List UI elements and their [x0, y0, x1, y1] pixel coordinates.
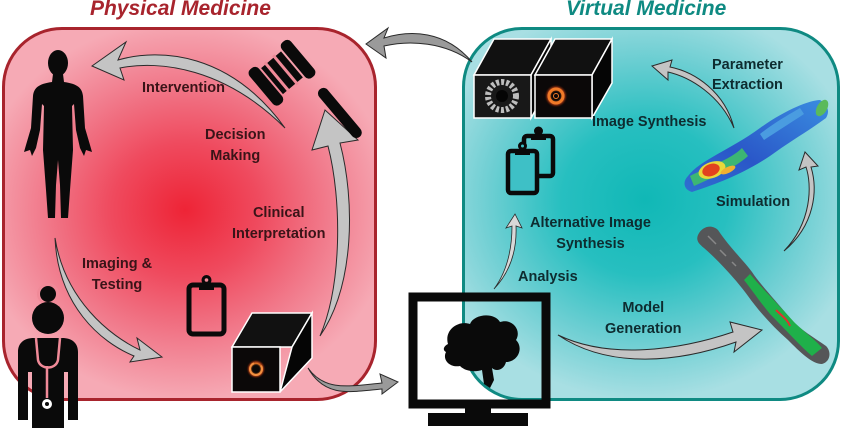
intervention-arrow	[90, 40, 286, 129]
label-model-generation: Model Generation	[605, 300, 682, 337]
label-imaging-testing: Imaging & Testing	[82, 256, 153, 293]
physical-medicine-title: Physical Medicine	[90, 0, 271, 20]
model-generation-arrow	[557, 321, 764, 360]
simulation-arrow	[783, 151, 820, 252]
virtual-medicine-title: Virtual Medicine	[566, 0, 727, 20]
doctor-icon	[18, 283, 78, 428]
gavel-icon	[248, 39, 362, 138]
label-alternative-image-synthesis: Alternative Image Synthesis	[530, 215, 651, 252]
imaging-testing-arrow	[54, 237, 164, 363]
computer-monitor-icon	[408, 292, 551, 426]
cube-to-monitor-arrow	[307, 367, 399, 395]
label-clinical-interpretation: Clinical Interpretation	[232, 205, 326, 242]
vessel-geometry-model	[697, 226, 830, 364]
multiple-clipboards-icon	[505, 126, 556, 196]
label-analysis: Analysis	[518, 269, 578, 285]
oct-image-cube	[230, 310, 314, 393]
clipboard-icon	[186, 275, 227, 337]
human-body-icon	[24, 50, 92, 218]
analysis-arrow	[493, 213, 523, 290]
label-parameter-extraction: Parameter Extraction	[712, 57, 783, 93]
oct-synthesized-cube	[533, 36, 614, 121]
label-image-synthesis: Image Synthesis	[592, 114, 707, 130]
label-simulation: Simulation	[716, 194, 791, 210]
virtual-to-physical-arrow	[365, 26, 473, 63]
label-intervention: Intervention	[142, 80, 225, 96]
simulated-vessel-model	[684, 99, 829, 192]
brain-icon	[443, 315, 520, 388]
label-decision-making: Decision Making	[205, 127, 266, 164]
parameter-extraction-arrow	[650, 59, 735, 129]
clinical-interpretation-arrow	[311, 109, 360, 337]
